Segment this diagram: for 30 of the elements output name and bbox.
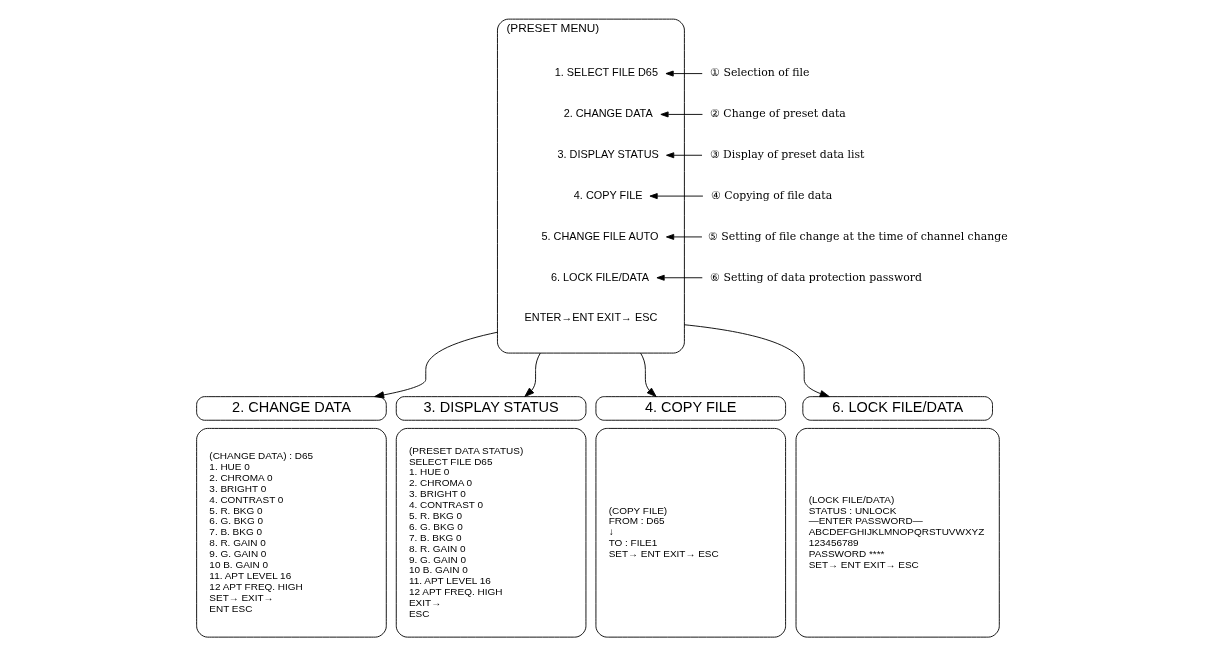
arrow (666, 152, 703, 159)
arrow (683, 324, 830, 398)
arrow (665, 70, 703, 77)
node-box: 2. CHANGE DATA (196, 396, 387, 421)
node-text: ③ Display of preset data list (709, 148, 865, 162)
node-box: 6. LOCK FILE/DATA (802, 396, 993, 421)
node-box: 4. COPY FILE (595, 396, 787, 421)
arrow (374, 331, 498, 399)
arrow (656, 274, 703, 281)
arrow (649, 193, 704, 200)
node-box: (LOCK FILE/DATA) STATUS : UNLOCK —ENTER PASSWORD— ABCDEFGHIJKLMNOPQRSTUVWXYZ 123456789 PASSWORD **** SET→ ENT EXIT→ ESC (795, 427, 1000, 638)
node-text: 2. CHANGE DATA (563, 107, 653, 120)
node-text: 1. SELECT FILE D65 (554, 66, 658, 79)
node-text: 5. CHANGE FILE AUTO (541, 229, 659, 242)
node-text: ④ Copying of file data (710, 188, 833, 202)
node-text: ① Selection of file (710, 66, 810, 80)
arrow (660, 111, 703, 118)
arrow (640, 352, 657, 398)
arrow (524, 352, 541, 398)
node-text: ⑥ Setting of data protection password (710, 270, 922, 284)
node-text: ⑤ Setting of file change at the time of channel change (707, 229, 1008, 243)
node-box: (PRESET DATA STATUS) SELECT FILE D65 1. HUE 0 2. CHROMA 0 3. BRIGHT 0 4. CONTRAST 0 5. R. BKG 0 6. G. BKG 0 7. B. BKG 0 8. R. GAIN 0 9. G. GAIN 0 10 B. GAIN 0 11. APT LEVEL 16 12 APT FREQ. HIGH EXIT→ ESC (395, 427, 587, 638)
node-box: (CHANGE DATA) : D65 1. HUE 0 2. CHROMA 0 3. BRIGHT 0 4. CONTRAST 0 5. R. BKG 0 6. G. BKG 0 7. B. BKG 0 8. R. GAIN 0 9. G. GAIN 0 10 B. GAIN 0 11. APT LEVEL 16 12 APT FREQ. HIGH SET→ EXIT→ ENT ESC (196, 427, 387, 638)
node-box: 3. DISPLAY STATUS (395, 396, 587, 421)
node-text: 4. COPY FILE (573, 188, 643, 201)
node-text: 3. DISPLAY STATUS (557, 148, 659, 161)
node-text: 6. LOCK FILE/DATA (550, 270, 650, 283)
node-text: ② Change of preset data (709, 107, 846, 121)
arrow (666, 233, 703, 240)
node-box: (COPY FILE) FROM : D65 ↓ TO : FILE1 SET→ ENT EXIT→ ESC (595, 427, 787, 638)
